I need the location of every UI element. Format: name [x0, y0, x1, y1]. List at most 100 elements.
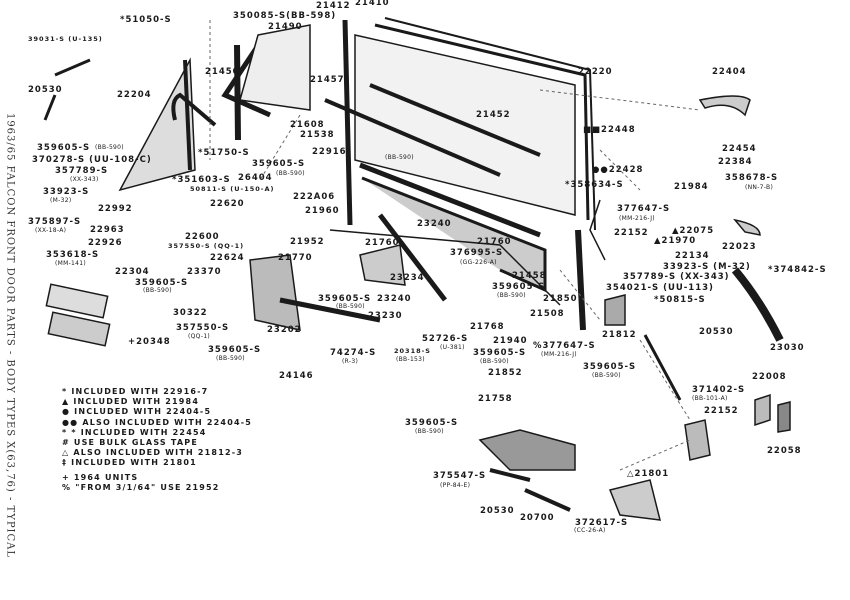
glass-bottom-channel — [359, 162, 541, 238]
part-number-label: 23234 — [390, 273, 425, 283]
glass-run-outer — [384, 17, 596, 231]
part-number-label: 222A06 — [293, 192, 336, 202]
part-number-label: 39031-S (U-135) — [28, 35, 103, 43]
part-number-label: 21940 — [493, 336, 528, 346]
part-number-label: 21850 — [543, 294, 578, 304]
part-number-label: ●●22428 — [592, 165, 644, 175]
part-number-label: %377647-S — [533, 341, 596, 351]
part-number-label: 22404 — [712, 67, 747, 77]
legend-item: ●● ALSO INCLUDED WITH 22404-5 — [62, 417, 253, 427]
part-number-label: 20700 — [520, 513, 555, 523]
part-spec-label: (XX-18-A) — [35, 227, 67, 234]
drip-molding — [524, 488, 571, 512]
part-number-label: 22992 — [98, 204, 133, 214]
part-spec-label: (M-32) — [50, 197, 72, 204]
legend-item: # USE BULK GLASS TAPE — [62, 438, 199, 448]
vent-glass — [239, 24, 311, 111]
part-number-label: 50811-S (U-150-A) — [190, 185, 275, 193]
part-number-label: 21768 — [470, 322, 505, 332]
part-number-label: 20318-S — [394, 347, 431, 355]
part-number-label: 359605-S — [492, 282, 546, 292]
part-number-label: 357550-S (QQ-1) — [168, 242, 245, 250]
part-number-label: 22963 — [90, 225, 125, 235]
scalp-molding — [43, 58, 91, 121]
part-spec-label: (BB-590) — [415, 428, 444, 435]
part-number-label: 20530 — [28, 85, 63, 95]
part-number-label: 21457 — [310, 75, 345, 85]
part-number-label: 23030 — [770, 343, 805, 353]
part-number-label: 33923-S (M-32) — [663, 262, 751, 272]
control-rod — [329, 229, 561, 306]
part-number-label: 359605-S — [135, 278, 189, 288]
part-number-label: 21758 — [478, 394, 513, 404]
part-spec-label: (XX-343) — [70, 176, 99, 183]
part-number-label: 359605-S — [208, 345, 262, 355]
part-number-label: 22220 — [578, 67, 613, 77]
part-number-label: 21412 — [316, 1, 351, 11]
part-number-label: 21410 — [355, 0, 390, 8]
remote-rod — [589, 199, 606, 261]
legend-item: * INCLUDED WITH 22916-7 — [62, 387, 209, 396]
part-number-label: 359605-S — [37, 143, 91, 153]
part-number-label: 21458 — [512, 271, 547, 281]
part-number-label: 24146 — [279, 371, 314, 381]
part-number-label: 21770 — [278, 253, 313, 263]
part-spec-label: (BB-590) — [276, 170, 305, 177]
part-number-label: 26404 — [238, 173, 273, 183]
glass-lower-run — [361, 176, 547, 293]
part-number-label: 22152 — [704, 406, 739, 416]
part-number-label: 22058 — [767, 446, 802, 456]
page-title: 1963/65 FALCON FRONT DOOR PARTS - BODY T… — [4, 112, 16, 559]
part-number-label: 357789-S (XX-343) — [623, 272, 730, 282]
part-spec-label: (PP-84-E) — [440, 482, 471, 489]
weatherstrip-rear — [731, 267, 784, 342]
regulator-arm — [279, 297, 381, 323]
part-spec-label: (BB-590) — [385, 154, 414, 161]
part-spec-label: (BB-153) — [396, 356, 425, 363]
part-number-label: 22624 — [210, 253, 245, 263]
part-number-label: 22926 — [88, 238, 123, 248]
part-spec-label: (BB-590) — [95, 144, 124, 151]
part-number-label: 33923-S — [43, 187, 90, 197]
division-bar — [234, 44, 241, 141]
part-number-label: 21952 — [290, 237, 325, 247]
arm-rest — [608, 479, 661, 521]
part-spec-label: (BB-590) — [216, 355, 245, 362]
part-number-label: 353618-S — [46, 250, 100, 260]
part-number-label: 376995-S — [450, 248, 504, 258]
part-number-label: 22916 — [312, 147, 347, 157]
part-number-label: 359605-S — [405, 418, 459, 428]
part-number-label: △21801 — [627, 469, 670, 479]
part-number-label: 359605-S — [473, 348, 527, 358]
part-number-label: 22152 — [614, 228, 649, 238]
part-number-label: 359605-S — [252, 159, 306, 169]
part-number-label: 21760 — [365, 238, 400, 248]
door-lock — [604, 294, 626, 326]
part-number-label: 21760 — [477, 237, 512, 247]
legend-item: ▲ INCLUDED WITH 21984 — [62, 397, 200, 407]
vent-glass-channel — [171, 92, 217, 127]
part-number-label: *358634-S — [565, 180, 624, 190]
part-spec-label: (U-381) — [440, 344, 465, 351]
part-number-label: 23370 — [187, 267, 222, 277]
arrow — [643, 334, 682, 401]
part-number-label: 371402-S — [692, 385, 746, 395]
part-number-label: 23230 — [368, 311, 403, 321]
name-plate-lower — [47, 311, 111, 347]
part-spec-label: (R-3) — [342, 358, 359, 365]
legend-item: + 1964 UNITS — [62, 472, 139, 482]
glass-channel — [369, 83, 541, 157]
part-number-label: 22304 — [115, 267, 150, 277]
name-plate-upper — [45, 283, 109, 319]
part-number-label: 354021-S (UU-113) — [606, 283, 714, 293]
part-number-label: 21984 — [674, 182, 709, 192]
part-number-label: 22008 — [752, 372, 787, 382]
window-regulator — [249, 254, 301, 331]
part-number-label: 357789-S — [55, 166, 109, 176]
part-number-label: 350085-S(BB-598) — [233, 11, 337, 21]
legend-item: % "FROM 3/1/64" USE 21952 — [62, 482, 220, 492]
part-number-label: 357550-S — [176, 323, 230, 333]
part-number-label: 21450 — [205, 67, 240, 77]
